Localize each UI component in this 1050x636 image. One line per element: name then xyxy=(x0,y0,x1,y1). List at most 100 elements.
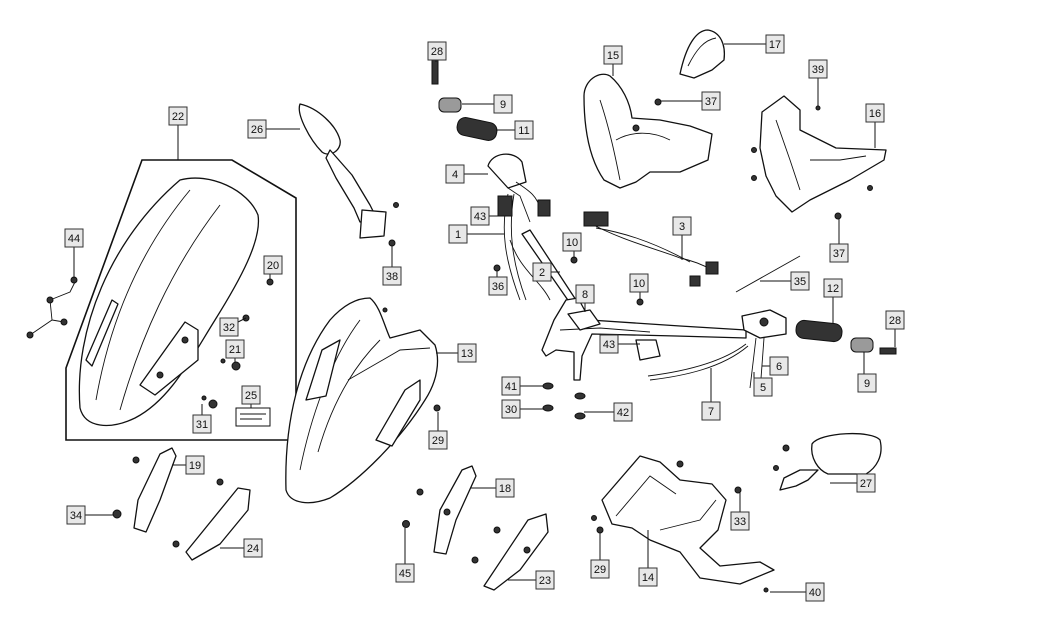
cowl-15-part xyxy=(583,73,713,189)
callout-22: 22 xyxy=(168,106,188,160)
callout-box xyxy=(823,278,843,298)
callout-box xyxy=(241,385,261,405)
callout-number: 1 xyxy=(455,229,461,241)
callout-40: 40 xyxy=(770,582,825,602)
callout-35: 35 xyxy=(760,271,810,291)
bracket-43b-part xyxy=(635,339,661,361)
callout-41: 41 xyxy=(501,376,543,396)
callout-number: 34 xyxy=(70,510,82,522)
callout-box xyxy=(701,91,721,111)
callout-box xyxy=(856,473,876,493)
callout-number: 44 xyxy=(68,233,80,245)
panel-14-part xyxy=(591,455,775,593)
callout-10: 10 xyxy=(562,232,582,258)
strap-35-part xyxy=(735,255,801,293)
callout-3: 3 xyxy=(672,216,692,260)
brace-24-part xyxy=(172,478,251,561)
handlebar-part xyxy=(521,229,747,381)
label-plate-25 xyxy=(235,407,271,427)
callout-number: 42 xyxy=(617,407,629,419)
mirror-right-part xyxy=(773,432,882,491)
callout-1: 1 xyxy=(448,224,504,244)
callout-5: 5 xyxy=(753,372,773,397)
callout-number: 18 xyxy=(499,483,511,495)
callout-44: 44 xyxy=(64,228,84,278)
callout-31: 31 xyxy=(192,404,212,434)
callout-number: 29 xyxy=(432,435,444,447)
callout-box xyxy=(603,45,623,65)
nut-21-part xyxy=(231,361,241,371)
callout-leader-line xyxy=(237,317,247,323)
screw-37a-part xyxy=(654,98,662,106)
callout-box xyxy=(865,103,885,123)
callout-number: 43 xyxy=(474,211,486,223)
callout-7: 7 xyxy=(701,368,721,421)
callout-26: 26 xyxy=(247,119,300,139)
callout-number: 6 xyxy=(776,361,782,373)
callout-box xyxy=(457,343,477,363)
callout-number: 30 xyxy=(505,404,517,416)
callout-2: 2 xyxy=(532,262,560,282)
callout-box xyxy=(428,430,448,450)
callout-10: 10 xyxy=(629,273,649,300)
callout-11: 11 xyxy=(496,120,534,140)
callout-number: 24 xyxy=(247,543,259,555)
callout-number: 29 xyxy=(594,564,606,576)
callout-number: 37 xyxy=(833,248,845,260)
callout-36: 36 xyxy=(488,271,508,296)
nut-34-part xyxy=(112,509,122,519)
callout-number: 25 xyxy=(245,390,257,402)
callout-32: 32 xyxy=(219,317,247,337)
mirror-left-part xyxy=(298,103,399,247)
screw-37b-part xyxy=(834,212,842,220)
callout-box xyxy=(829,243,849,263)
callout-29: 29 xyxy=(428,412,448,450)
callout-number: 12 xyxy=(827,283,839,295)
callout-number: 28 xyxy=(431,46,443,58)
callout-box xyxy=(790,271,810,291)
callout-38: 38 xyxy=(382,246,402,286)
callout-box xyxy=(427,41,447,61)
callout-number: 5 xyxy=(760,382,766,394)
callout-number: 31 xyxy=(196,419,208,431)
callout-9: 9 xyxy=(462,94,513,114)
callout-number: 13 xyxy=(461,348,473,360)
callout-37: 37 xyxy=(829,219,849,263)
callout-box xyxy=(753,377,773,397)
screw-31-part xyxy=(201,395,207,401)
callout-number: 38 xyxy=(386,271,398,283)
callout-box xyxy=(501,399,521,419)
callout-box xyxy=(730,511,750,531)
callout-number: 39 xyxy=(812,64,824,76)
callout-box xyxy=(629,273,649,293)
callout-number: 37 xyxy=(705,96,717,108)
callout-number: 22 xyxy=(172,111,184,123)
screw-39-part xyxy=(815,105,821,111)
wiring-3-part xyxy=(583,211,719,287)
callout-number: 4 xyxy=(452,169,458,181)
callout-number: 27 xyxy=(860,478,872,490)
stack-42-part xyxy=(574,392,586,420)
bracket-44-part xyxy=(26,276,78,339)
callout-box xyxy=(701,401,721,421)
callout-box xyxy=(225,339,245,359)
callout-43: 43 xyxy=(470,206,499,226)
callout-number: 19 xyxy=(189,460,201,472)
callout-number: 20 xyxy=(267,260,279,272)
callout-box xyxy=(765,34,785,54)
callout-number: 7 xyxy=(708,406,714,418)
callout-box xyxy=(263,255,283,275)
callout-number: 9 xyxy=(864,378,870,390)
callout-number: 41 xyxy=(505,381,517,393)
callout-number: 15 xyxy=(607,50,619,62)
stack-41-30-part xyxy=(542,382,554,412)
nut-31-part xyxy=(208,399,218,409)
callout-number: 8 xyxy=(582,289,588,301)
callout-25: 25 xyxy=(241,385,261,408)
callout-37: 37 xyxy=(661,91,721,111)
callout-6: 6 xyxy=(762,356,789,376)
callout-box xyxy=(448,224,468,244)
callout-box xyxy=(857,373,877,393)
callout-13: 13 xyxy=(436,343,477,363)
